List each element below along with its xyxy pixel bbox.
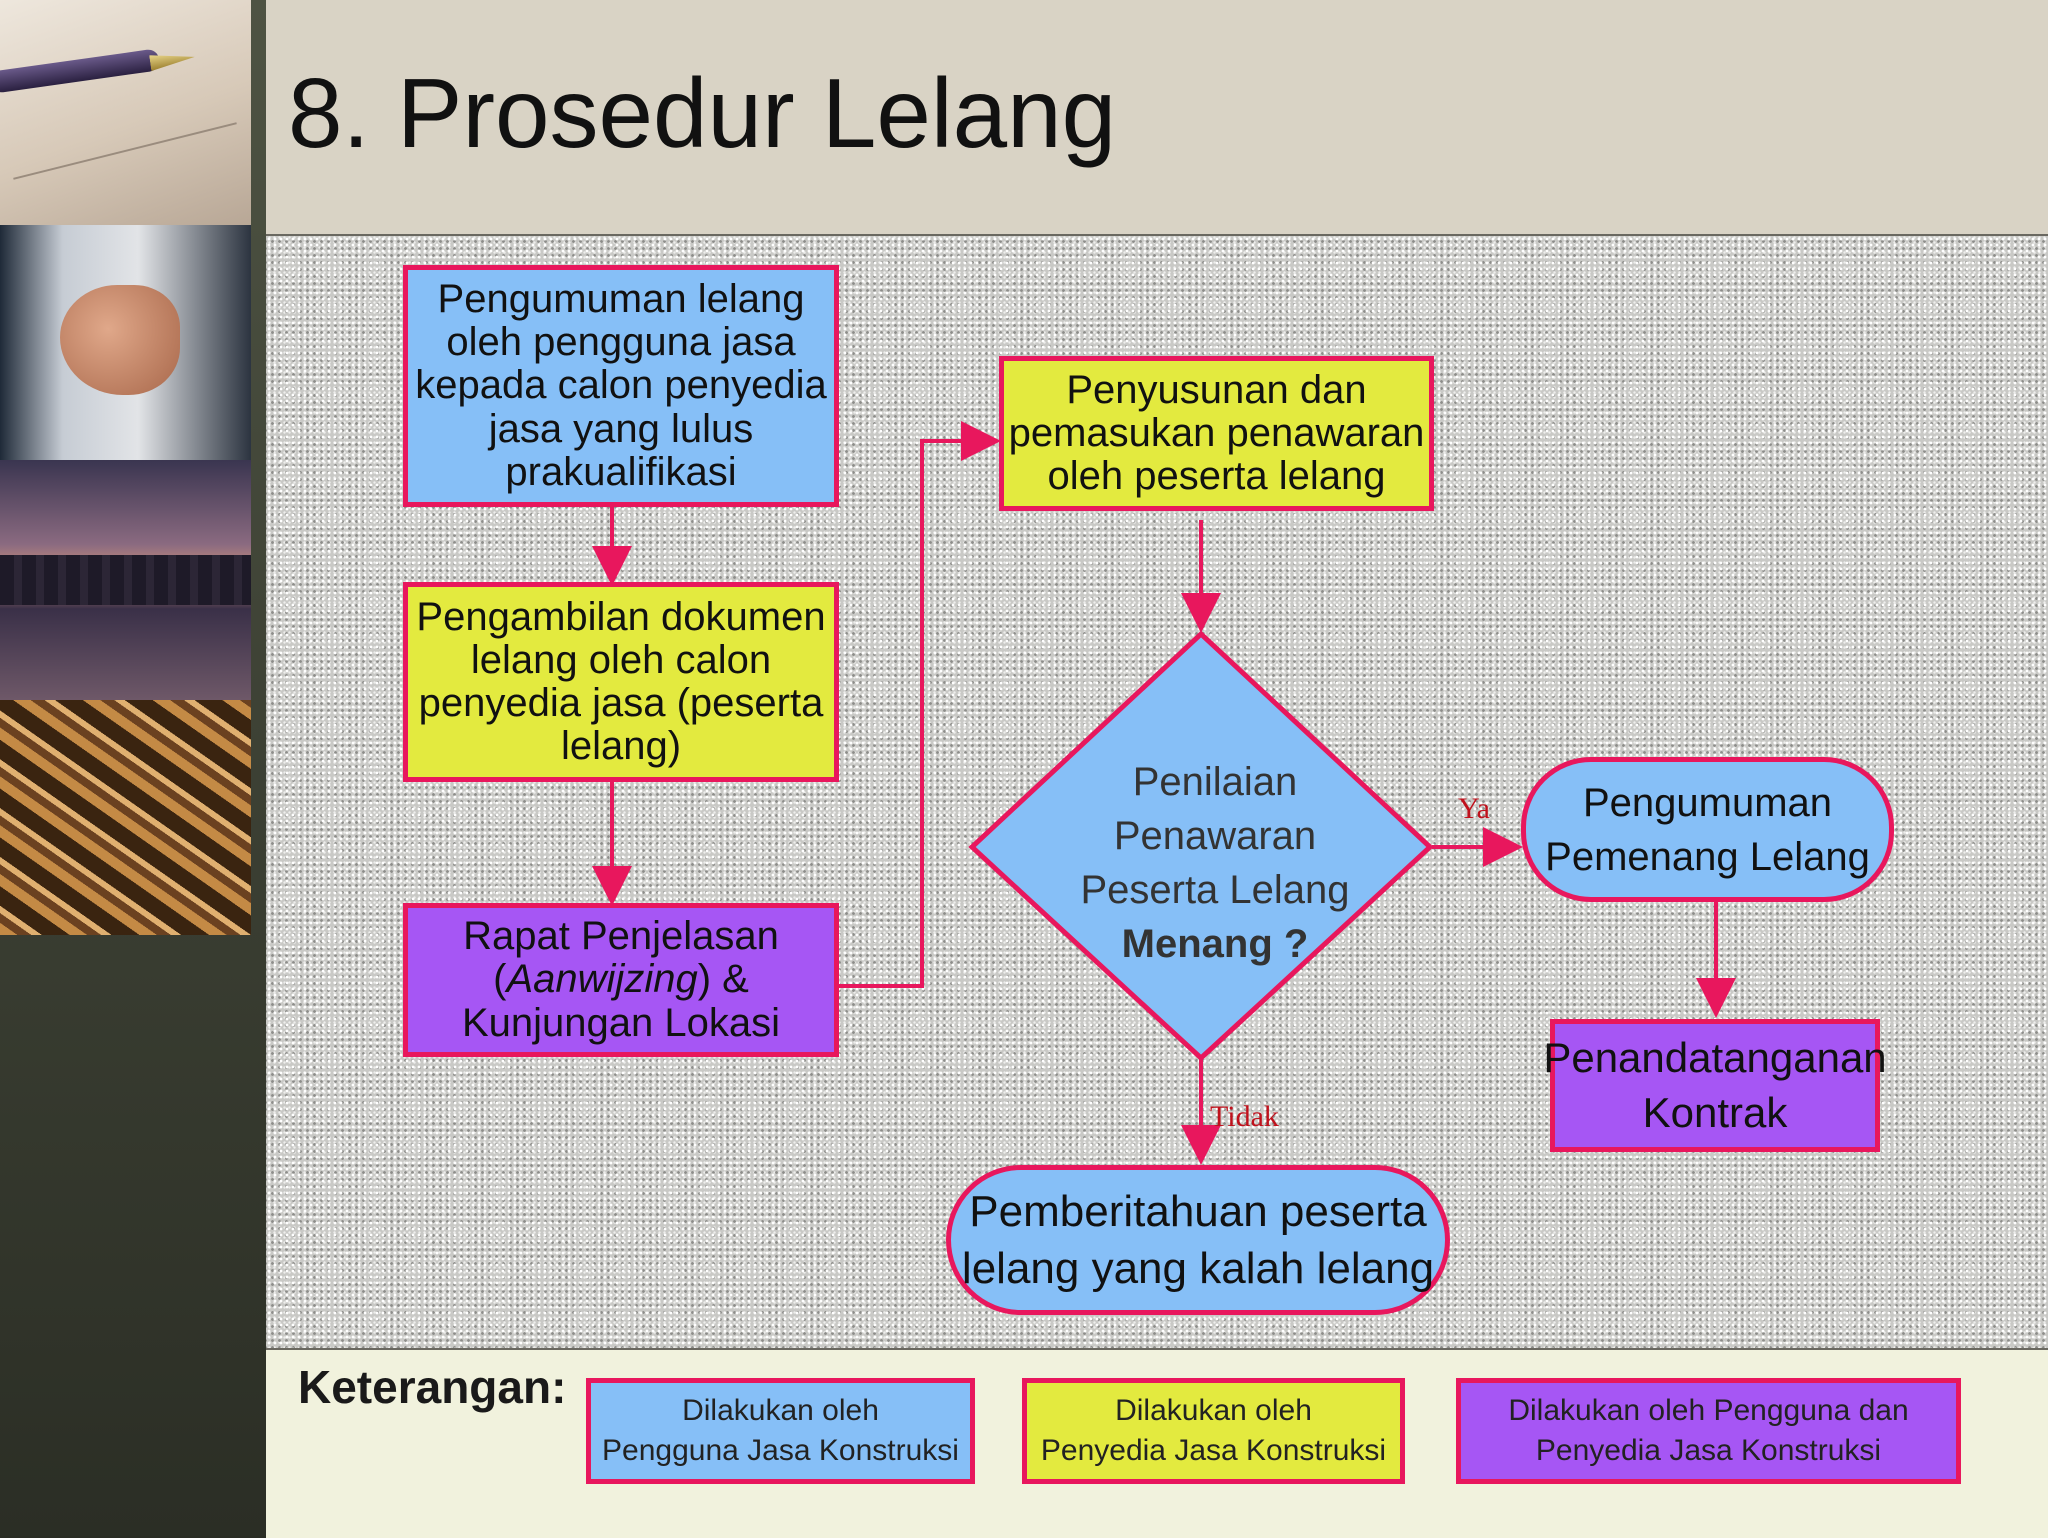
cranes-skyline xyxy=(0,555,251,605)
step-document-pickup: Pengambilan dokumen lelang oleh calon pe… xyxy=(403,582,839,782)
fountain-pen-photo xyxy=(0,0,251,225)
legend-item-provider: Dilakukan oleh Penyedia Jasa Konstruksi xyxy=(1022,1378,1405,1484)
step-loser-notification-label: Pemberitahuan peserta lelang yang kalah … xyxy=(961,1186,1435,1293)
decision-diamond xyxy=(968,630,1434,1062)
legend-item-user-text: Dilakukan oleh Pengguna Jasa Konstruksi xyxy=(602,1393,959,1468)
decision-line-2: Penawaran xyxy=(1113,814,1317,858)
sidebar-photo-strip xyxy=(0,0,266,1536)
title-band: 8. Prosedur Lelang xyxy=(266,0,2048,236)
decision-line-1: Penilaian xyxy=(1132,760,1298,804)
legend-title: Keterangan: xyxy=(298,1361,567,1413)
decision-line-3: Peserta Lelang xyxy=(1080,868,1350,912)
step-winner-announcement-label: Pengumuman Pemenang Lelang xyxy=(1545,780,1870,879)
arrow-n3-to-n4 xyxy=(838,421,1001,988)
step-announcement-label: Pengumuman lelang oleh pengguna jasa kep… xyxy=(415,277,827,494)
edge-label-no: Tidak xyxy=(1210,1100,1279,1133)
decision-question: Menang ? xyxy=(1121,922,1309,966)
harbor-cranes-photo xyxy=(0,460,251,700)
meeting-close-paren: ) & xyxy=(697,957,749,1002)
meeting-open-paren: ( xyxy=(493,957,507,1002)
legend-item-provider-text: Dilakukan oleh Penyedia Jasa Konstruksi xyxy=(1040,1393,1387,1468)
timber-construction-photo xyxy=(0,700,251,935)
legend-item-user: Dilakukan oleh Pengguna Jasa Konstruksi xyxy=(586,1378,975,1484)
step-document-pickup-label: Pengambilan dokumen lelang oleh calon pe… xyxy=(416,594,826,769)
step-bid-submission-label: Penyusunan dan pemasukan penawaran oleh … xyxy=(1008,367,1425,499)
step-contract-signing-label: Penandatanganan Kontrak xyxy=(1543,1033,1887,1136)
slide-title: 8. Prosedur Lelang xyxy=(288,58,1117,168)
step-loser-notification: Pemberitahuan peserta lelang yang kalah … xyxy=(946,1165,1450,1315)
meeting-line-3: Kunjungan Lokasi xyxy=(461,1000,781,1045)
step-bid-submission: Penyusunan dan pemasukan penawaran oleh … xyxy=(999,356,1434,511)
handshake-shape xyxy=(60,285,180,395)
handshake-photo xyxy=(0,225,251,460)
meeting-italic-term: Aanwijzing xyxy=(506,957,698,1002)
edge-label-yes: Ya xyxy=(1458,792,1490,825)
legend-item-both-text: Dilakukan oleh Pengguna dan Penyedia Jas… xyxy=(1508,1393,1909,1468)
step-explanation-meeting: Rapat Penjelasan(Aanwijzing) &Kunjungan … xyxy=(403,903,839,1057)
step-winner-announcement: Pengumuman Pemenang Lelang xyxy=(1521,757,1894,902)
step-explanation-meeting-label: Rapat Penjelasan(Aanwijzing) &Kunjungan … xyxy=(462,915,780,1045)
meeting-line-1: Rapat Penjelasan xyxy=(463,914,779,959)
step-announcement: Pengumuman lelang oleh pengguna jasa kep… xyxy=(403,265,839,507)
decision-label: Penilaian Penawaran Peserta Lelang Menan… xyxy=(1005,755,1425,971)
step-contract-signing: Penandatanganan Kontrak xyxy=(1543,1019,1887,1152)
legend-item-both: Dilakukan oleh Pengguna dan Penyedia Jas… xyxy=(1456,1378,1961,1484)
